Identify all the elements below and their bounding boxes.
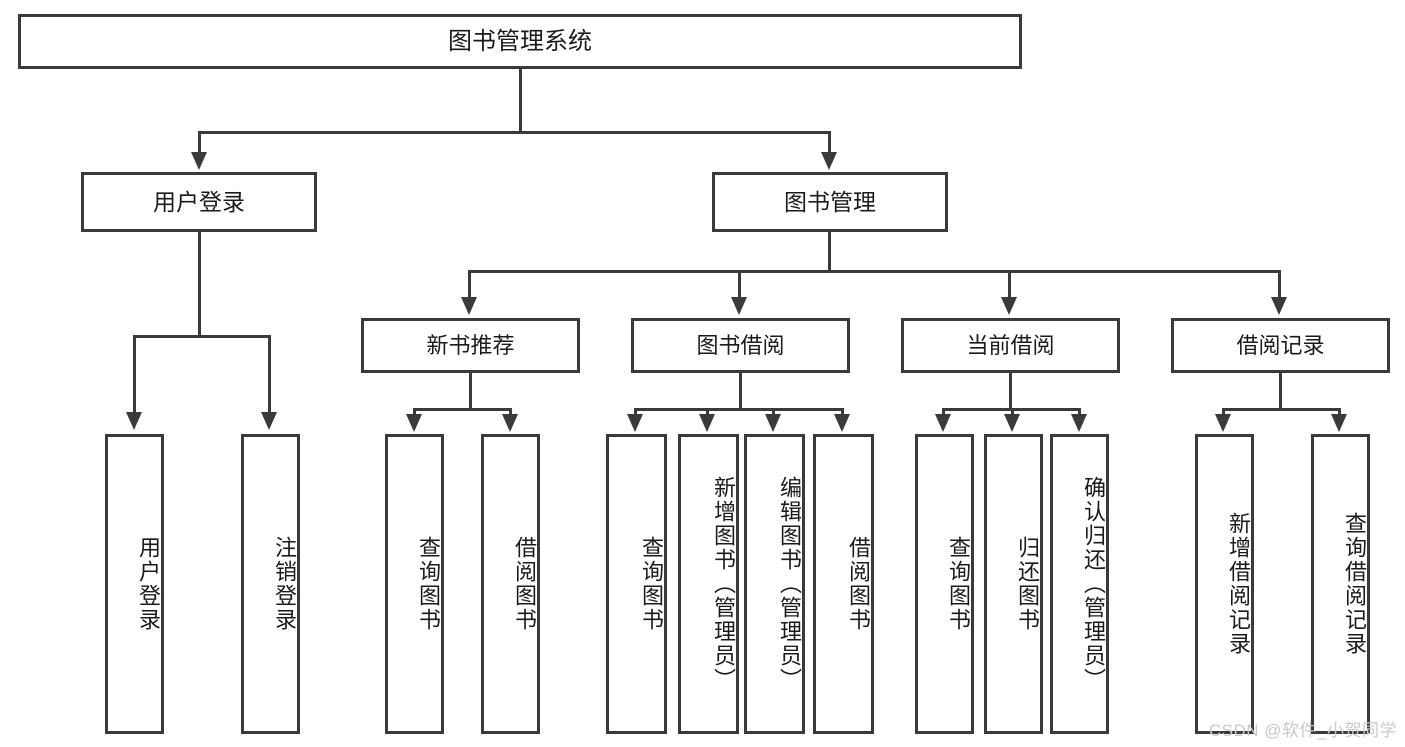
connector-current-to-leaf2 (1011, 408, 1014, 415)
node-borrow-records[interactable]: 借阅记录 (1171, 318, 1390, 373)
connector-borrow-to-leaf1 (634, 408, 637, 415)
arrow-root-to-login (191, 152, 207, 170)
arrow-current-to-leaf2 (1004, 414, 1020, 432)
arrow-newbooks-to-leaf1 (406, 414, 422, 432)
leaf-query-borrow-record[interactable]: 查询借阅记录 (1311, 434, 1370, 734)
node-borrow-records-label: 借阅记录 (1236, 332, 1325, 358)
arrow-bookmgmt-to-newbooks (461, 297, 477, 315)
connector-root-to-bookmgmt (828, 131, 831, 153)
leaf-query-books-borrow[interactable]: 查询图书 (606, 434, 667, 734)
leaf-query-books-newbooks-label: 查询图书 (416, 536, 441, 632)
arrow-borrow-to-leaf2 (699, 414, 715, 432)
leaf-borrow-books-borrow-label: 借阅图书 (846, 536, 871, 632)
leaf-borrow-books-newbooks[interactable]: 借阅图书 (481, 434, 540, 734)
arrow-records-to-leaf1 (1215, 414, 1231, 432)
connector-newbooks-stem (469, 373, 472, 408)
node-root-label: 图书管理系统 (448, 27, 592, 55)
arrow-bookmgmt-to-records (1271, 297, 1287, 315)
connector-borrow-to-leaf3 (772, 408, 775, 415)
connector-bookmgmt-to-borrow (738, 270, 741, 298)
connector-login-stem (198, 232, 201, 335)
connector-current-to-leaf1 (942, 408, 945, 415)
leaf-query-books-current-label: 查询图书 (946, 536, 971, 632)
arrow-current-to-leaf1 (935, 414, 951, 432)
node-root[interactable]: 图书管理系统 (18, 14, 1022, 69)
connector-bookmgmt-to-records (1278, 270, 1281, 298)
arrow-records-to-leaf2 (1331, 414, 1347, 432)
leaf-logout[interactable]: 注销登录 (241, 434, 300, 734)
arrow-borrow-to-leaf3 (765, 414, 781, 432)
node-new-book-recommend[interactable]: 新书推荐 (361, 318, 580, 373)
connector-records-to-leaf2 (1338, 408, 1341, 415)
connector-bookmgmt-to-newbooks (468, 270, 471, 298)
node-user-login[interactable]: 用户登录 (81, 172, 317, 232)
arrow-bookmgmt-to-borrow (731, 297, 747, 315)
leaf-add-borrow-record-label: 新增借阅记录 (1226, 512, 1251, 656)
csdn-watermark: CSDN @软件_小贺同学 (1208, 721, 1397, 740)
connector-current-stem (1009, 373, 1012, 408)
arrow-newbooks-to-leaf2 (502, 414, 518, 432)
node-current-borrow[interactable]: 当前借阅 (901, 318, 1120, 373)
connector-current-to-leaf3 (1078, 408, 1081, 415)
arrow-borrow-to-leaf1 (627, 414, 643, 432)
connector-borrow-to-leaf2 (706, 408, 709, 415)
connector-login-to-leaf1 (133, 335, 136, 413)
node-book-management-label: 图书管理 (784, 188, 876, 215)
connector-root-to-login (198, 131, 201, 153)
connector-borrow-stem (739, 373, 742, 408)
leaf-edit-book-admin-label: 编辑图书（管理员） (777, 476, 802, 692)
arrow-login-to-leaf1 (126, 412, 142, 430)
arrow-login-to-leaf2 (261, 412, 277, 430)
connector-root-bar (198, 131, 831, 134)
leaf-query-books-newbooks[interactable]: 查询图书 (385, 434, 444, 734)
connector-records-bar (1222, 408, 1340, 411)
node-book-management[interactable]: 图书管理 (712, 172, 948, 232)
leaf-borrow-books-newbooks-label: 借阅图书 (512, 536, 537, 632)
node-current-borrow-label: 当前借阅 (966, 332, 1055, 358)
leaf-user-login-label: 用户登录 (136, 536, 161, 632)
leaf-edit-book-admin[interactable]: 编辑图书（管理员） (744, 434, 805, 734)
leaf-logout-label: 注销登录 (272, 536, 297, 632)
connector-newbooks-to-leaf2 (509, 408, 512, 415)
connector-bookmgmt-stem (828, 232, 831, 270)
connector-newbooks-bar (413, 408, 512, 411)
node-book-borrow-label: 图书借阅 (696, 332, 785, 358)
connector-bookmgmt-to-current (1008, 270, 1011, 298)
connector-login-to-leaf2 (268, 335, 271, 413)
node-user-login-label: 用户登录 (153, 188, 245, 215)
connector-login-bar (133, 335, 271, 338)
arrow-current-to-leaf3 (1071, 414, 1087, 432)
leaf-query-books-current[interactable]: 查询图书 (915, 434, 974, 734)
connector-records-to-leaf1 (1222, 408, 1225, 415)
leaf-query-books-borrow-label: 查询图书 (639, 536, 664, 632)
node-new-book-recommend-label: 新书推荐 (426, 332, 515, 358)
arrow-root-to-bookmgmt (821, 152, 837, 170)
arrow-borrow-to-leaf4 (834, 414, 850, 432)
leaf-return-books[interactable]: 归还图书 (984, 434, 1043, 734)
connector-root-stem (519, 69, 522, 131)
connector-newbooks-to-leaf1 (413, 408, 416, 415)
connector-borrow-bar (634, 408, 844, 411)
leaf-user-login[interactable]: 用户登录 (105, 434, 164, 734)
leaf-borrow-books-borrow[interactable]: 借阅图书 (813, 434, 874, 734)
leaf-add-book-admin[interactable]: 新增图书（管理员） (678, 434, 739, 734)
leaf-add-borrow-record[interactable]: 新增借阅记录 (1195, 434, 1254, 734)
leaf-add-book-admin-label: 新增图书（管理员） (711, 476, 736, 692)
arrow-bookmgmt-to-current (1001, 297, 1017, 315)
leaf-confirm-return-admin-label: 确认归还（管理员） (1081, 476, 1106, 692)
leaf-confirm-return-admin[interactable]: 确认归还（管理员） (1050, 434, 1109, 734)
connector-bookmgmt-bar (468, 270, 1281, 273)
connector-records-stem (1279, 373, 1282, 408)
connector-borrow-to-leaf4 (841, 408, 844, 415)
leaf-query-borrow-record-label: 查询借阅记录 (1342, 512, 1367, 656)
leaf-return-books-label: 归还图书 (1015, 536, 1040, 632)
node-book-borrow[interactable]: 图书借阅 (631, 318, 850, 373)
